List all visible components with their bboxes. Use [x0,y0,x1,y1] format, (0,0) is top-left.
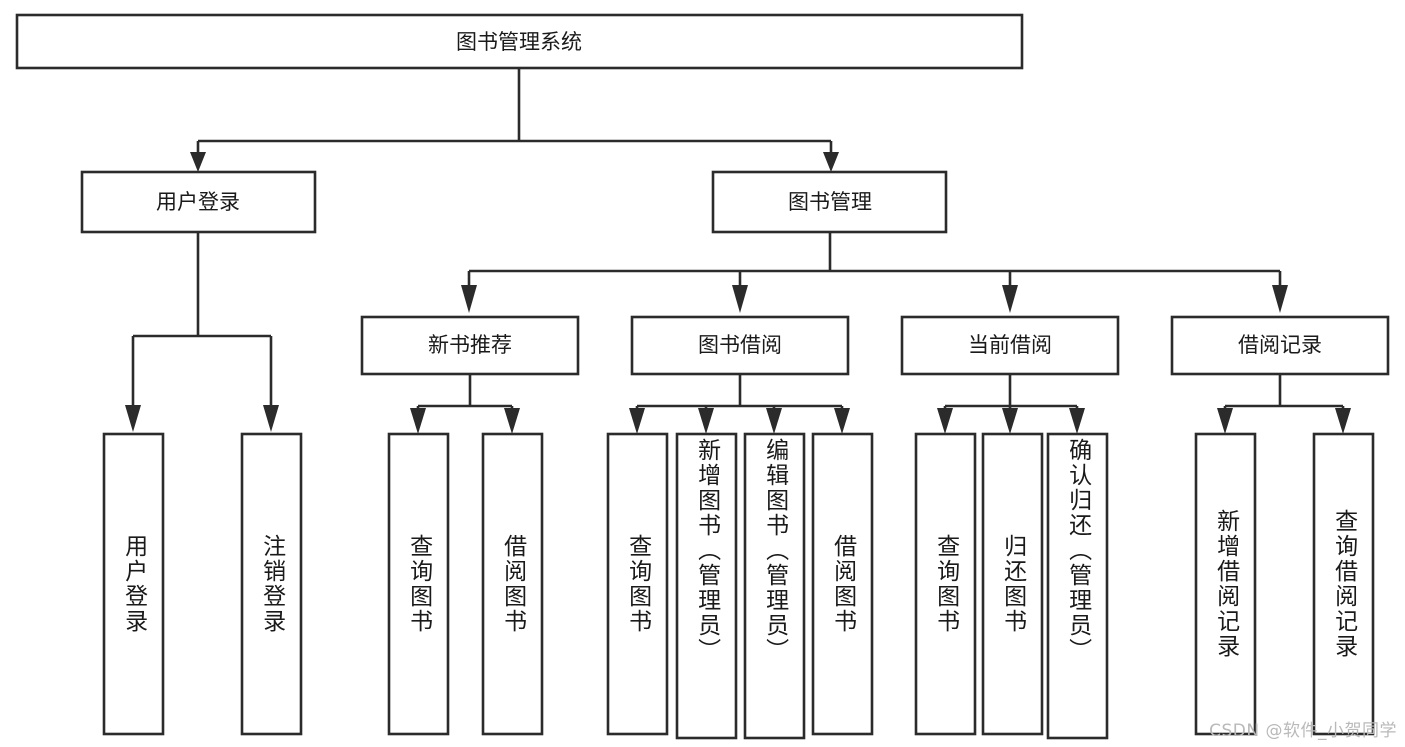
node-book-management[interactable]: 图书管理 [711,170,948,234]
node-current-borrow-label: 当前借阅 [968,333,1052,357]
leaf-box-br-0[interactable] [1194,432,1257,736]
arrow-head-icon [1335,408,1351,434]
node-root[interactable]: 图书管理系统 [15,13,1024,70]
arrow-head-icon [1002,408,1018,434]
arrow-head-icon [1002,285,1018,313]
leaf-box-cb-1[interactable] [981,432,1044,736]
arrow-head-icon [1069,408,1085,434]
node-current-borrow[interactable]: 当前借阅 [900,315,1120,376]
leaf-box-bb-2[interactable] [743,432,806,740]
node-new-book-recommend-label: 新书推荐 [428,333,512,357]
node-book-management-label: 图书管理 [788,190,872,214]
leaf-box-nbr-1[interactable] [481,432,544,736]
leaf-box-nbr-0[interactable] [387,432,450,736]
arrow-head-icon [504,408,520,434]
arrow-head-icon [1272,285,1288,313]
leaf-box-br-1[interactable] [1312,432,1375,736]
arrow-head-icon [190,152,206,172]
node-book-borrow-label: 图书借阅 [698,333,782,357]
arrow-head-icon [125,405,141,432]
watermark-label: CSDN @软件_小贺同学 [1209,721,1397,741]
arrow-head-icon [834,408,850,434]
node-borrow-record-box[interactable] [1170,315,1390,376]
node-new-book-recommend[interactable]: 新书推荐 [360,315,580,376]
node-book-borrow[interactable]: 图书借阅 [630,315,850,376]
arrow-head-icon [1217,408,1233,434]
node-user-login[interactable]: 用户登录 [80,170,317,234]
arrow-head-icon [410,408,426,434]
node-root-label: 图书管理系统 [456,30,582,54]
arrow-head-icon [698,408,714,434]
arrow-head-icon [732,285,748,313]
node-root-box[interactable] [15,13,1024,70]
node-borrow-record[interactable]: 借阅记录 [1170,315,1390,376]
arrow-head-icon [629,408,645,434]
node-book-management-box[interactable] [711,170,948,234]
leaf-box-user-login-0[interactable] [102,432,165,736]
node-new-book-recommend-box[interactable] [360,315,580,376]
arrow-head-icon [937,408,953,434]
arrow-head-icon [823,152,839,172]
node-borrow-record-label: 借阅记录 [1238,333,1322,357]
arrow-head-icon [263,405,279,432]
arrow-head-icon [766,408,782,434]
arrow-head-icon [461,285,477,313]
node-current-borrow-box[interactable] [900,315,1120,376]
leaf-box-cb-2[interactable] [1046,432,1109,740]
node-book-borrow-box[interactable] [630,315,850,376]
node-user-login-label: 用户登录 [156,190,240,214]
leaf-box-cb-0[interactable] [914,432,977,736]
leaf-box-user-login-1[interactable] [240,432,303,736]
leaf-box-bb-0[interactable] [606,432,669,736]
leaf-box-bb-3[interactable] [811,432,874,736]
leaf-box-bb-1[interactable] [675,432,738,740]
